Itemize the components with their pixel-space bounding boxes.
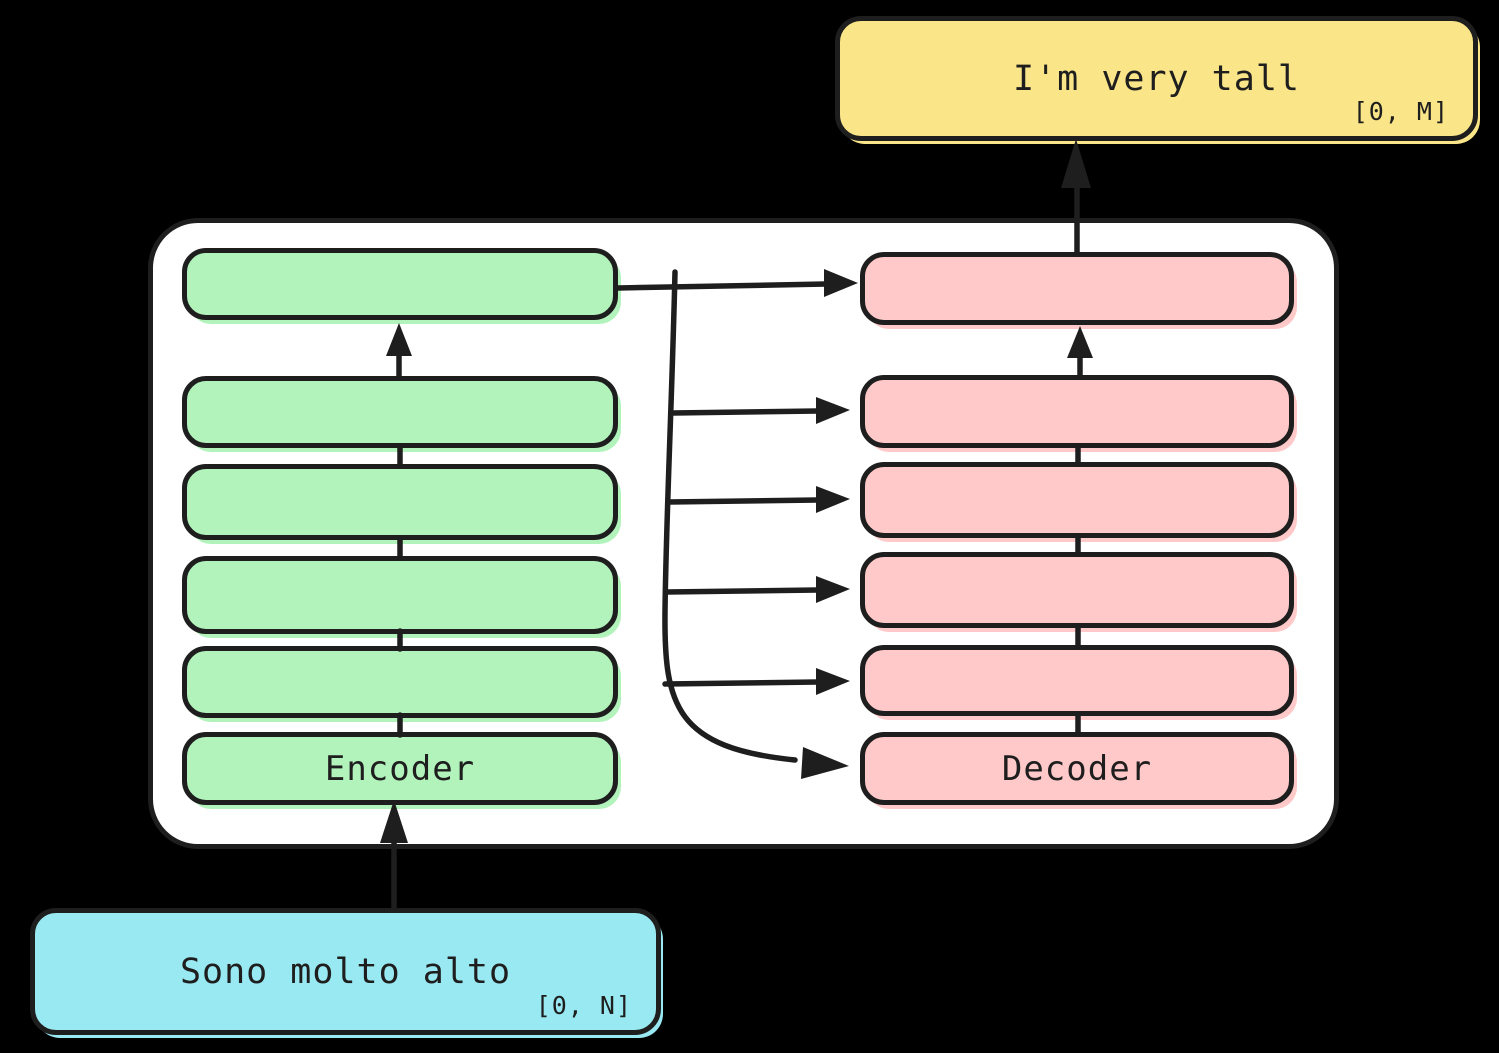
decoder-block-4 — [860, 552, 1294, 628]
decoder-block-5 — [860, 645, 1294, 716]
input-text-box: Sono molto alto [0, N] — [30, 908, 661, 1035]
decoder-block-2 — [860, 375, 1294, 448]
encoder-block-3 — [182, 464, 618, 540]
encoder-block-5 — [182, 646, 618, 718]
encoder-label-block: Encoder — [182, 732, 618, 805]
input-text-label: Sono molto alto — [179, 951, 512, 992]
output-range-label: [0, M] — [1352, 97, 1449, 126]
encoder-block-1 — [182, 248, 618, 320]
arrowhead-up-icon — [1061, 139, 1091, 188]
decoder-block-1 — [860, 252, 1294, 325]
output-text-box: I'm very tall [0, M] — [835, 16, 1478, 141]
decoder-label-block: Decoder — [860, 732, 1294, 805]
encoder-label: Encoder — [324, 748, 476, 789]
encoder-block-4 — [182, 556, 618, 634]
output-text-label: I'm very tall — [1013, 58, 1300, 99]
decoder-label: Decoder — [1001, 748, 1153, 789]
encoder-block-2 — [182, 376, 618, 448]
input-range-label: [0, N] — [535, 991, 632, 1020]
decoder-block-3 — [860, 462, 1294, 538]
